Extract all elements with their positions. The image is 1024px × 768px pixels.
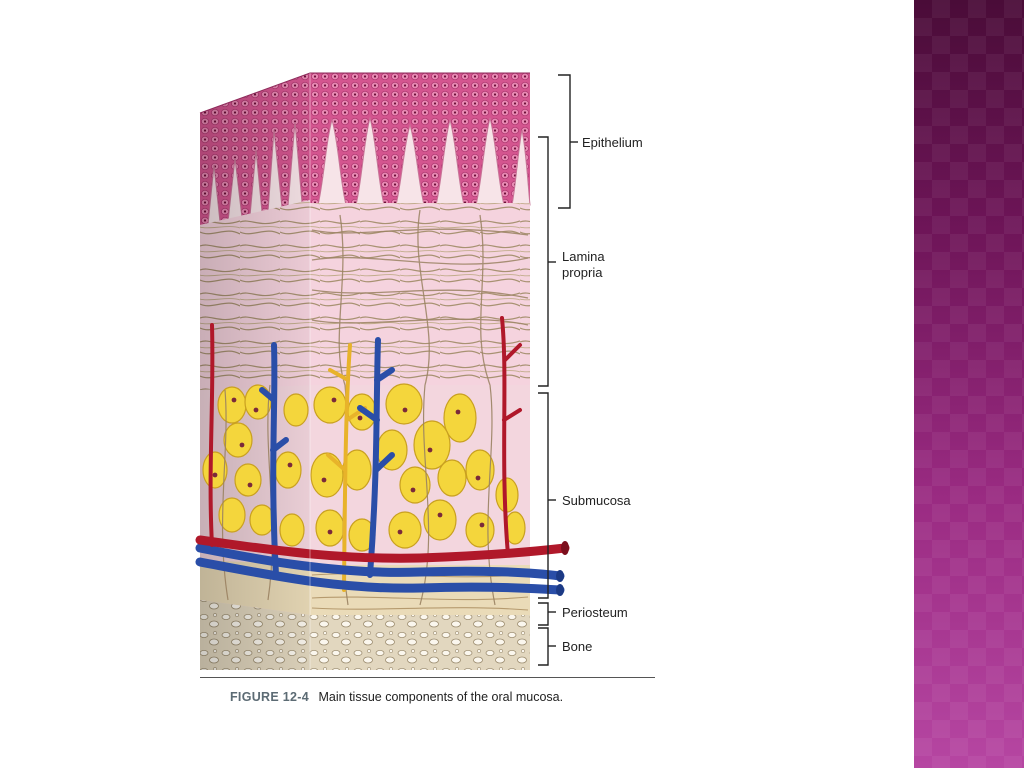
connective-papillae xyxy=(317,116,531,206)
label-bone: Bone xyxy=(562,639,592,654)
label-epithelium: Epithelium xyxy=(582,135,643,150)
layer-brackets xyxy=(538,74,578,666)
decorative-side-band xyxy=(914,0,1024,768)
bone-layer xyxy=(310,615,530,670)
caption-divider xyxy=(200,677,655,678)
label-submucosa: Submucosa xyxy=(562,493,631,508)
label-periosteum: Periosteum xyxy=(562,605,628,620)
vein-vessels xyxy=(259,337,395,578)
figure-caption: FIGURE 12-4 Main tissue components of th… xyxy=(230,690,563,704)
label-lamina: Lamina xyxy=(562,249,605,264)
figure-caption-text: Main tissue components of the oral mucos… xyxy=(318,690,564,704)
artery-vessels xyxy=(208,316,522,557)
label-propria: propria xyxy=(562,265,603,280)
figure-number: FIGURE 12-4 xyxy=(230,690,310,704)
